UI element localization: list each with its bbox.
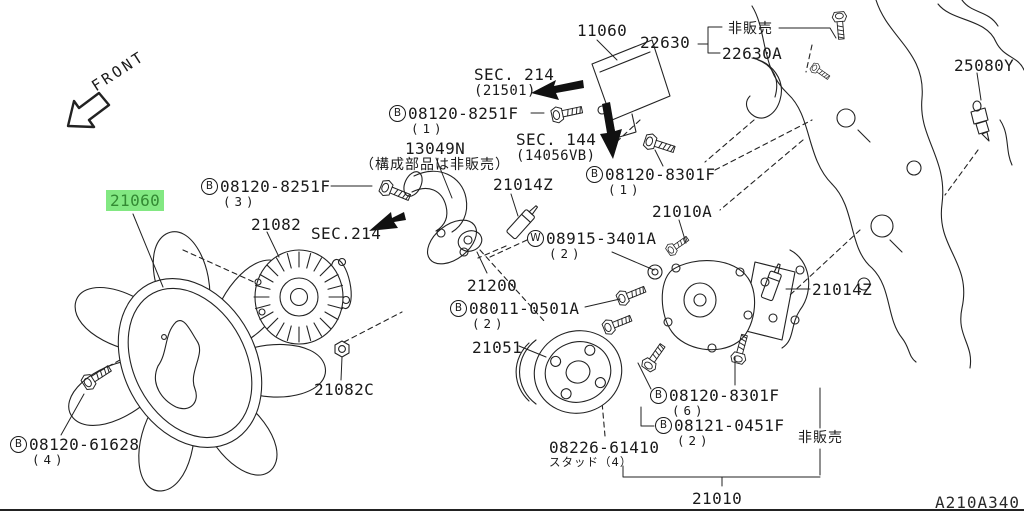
- prefix-b-icon: B: [450, 300, 467, 317]
- water-outlet-housing-drawing: [591, 39, 671, 139]
- part-label-21082c[interactable]: 21082C: [314, 380, 375, 399]
- fan-drawing: [60, 231, 331, 500]
- water-pump-drawing: [661, 260, 796, 353]
- section-ref-214-mid[interactable]: SEC.214: [311, 224, 382, 243]
- part-label-21014z-right[interactable]: 21014Z: [812, 280, 873, 299]
- water-outlet-pipe-drawing: [403, 170, 477, 265]
- not-sold-note-top: 非販売: [728, 21, 773, 37]
- leader-lines: [60, 26, 982, 487]
- prefix-b-icon: B: [10, 436, 27, 453]
- section-ref-214-top[interactable]: SEC. 214 (21501): [474, 65, 555, 99]
- stud-ref-08226-61410[interactable]: 08226-61410 スタッド（4）: [549, 438, 660, 469]
- prefix-b-icon: B: [389, 105, 406, 122]
- part-label-21060-highlighted[interactable]: 21060: [106, 190, 165, 211]
- fan-clutch-drawing: [253, 249, 352, 345]
- engine-block-art: [751, 0, 1024, 369]
- prefix-w-icon: W: [527, 230, 544, 247]
- section-ref-144[interactable]: SEC. 144 (14056VB): [516, 130, 597, 164]
- sensor-pipe-drawing: [745, 57, 782, 119]
- thermostat-drawing: [457, 230, 483, 252]
- part-label-13049n[interactable]: 13049N: [405, 139, 466, 158]
- not-sold-note-bottom: 非販売: [798, 430, 843, 446]
- pulley-drawing: [515, 330, 623, 414]
- part-label-11060[interactable]: 11060: [577, 21, 628, 40]
- part-label-21051[interactable]: 21051: [472, 338, 523, 357]
- prefix-b-icon: B: [201, 178, 218, 195]
- sec214-arrow-icon: [531, 80, 584, 100]
- sec214-mid-arrow-icon: [369, 212, 406, 231]
- thermo-switch-drawing: [970, 100, 990, 142]
- prefix-b-icon: B: [655, 417, 672, 434]
- prefix-b-icon: B: [650, 387, 667, 404]
- front-direction-arrow: [66, 91, 111, 129]
- part-label-22630a[interactable]: 22630A: [722, 44, 783, 63]
- component-note-13049n: （構成部品は非販売）: [360, 157, 510, 173]
- part-label-22630[interactable]: 22630: [640, 33, 691, 52]
- diagram-code: A210A340: [935, 493, 1021, 512]
- part-label-21010[interactable]: 21010: [692, 489, 743, 508]
- nut-drawing: [334, 340, 350, 358]
- part-label-25080y[interactable]: 25080Y: [954, 56, 1015, 75]
- part-label-21014z-mid[interactable]: 21014Z: [493, 175, 554, 194]
- part-label-21200[interactable]: 21200: [467, 276, 518, 295]
- part-label-21010a[interactable]: 21010A: [652, 202, 713, 221]
- washer-drawing: [647, 264, 663, 280]
- prefix-b-icon: B: [586, 166, 603, 183]
- part-label-21082[interactable]: 21082: [251, 215, 302, 234]
- section-arrows: [369, 80, 622, 231]
- sec144-arrow-icon: [600, 102, 622, 159]
- sealant-tube-mid-drawing: [506, 205, 539, 240]
